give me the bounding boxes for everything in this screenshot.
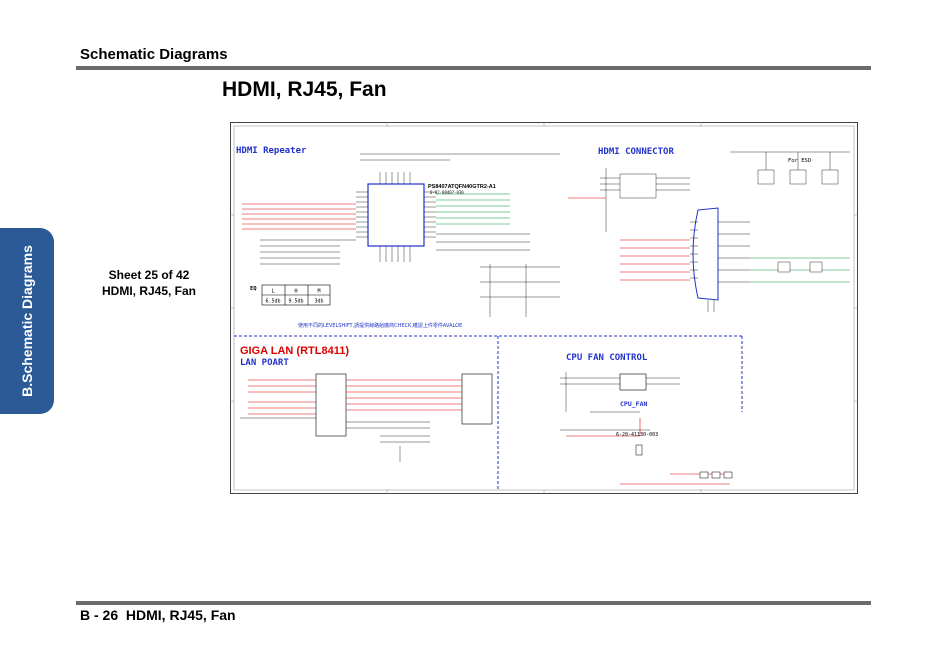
hdmi-connector-label: HDMI CONNECTOR — [598, 147, 674, 157]
frame-ticks — [230, 122, 858, 494]
fan-nets — [560, 372, 680, 431]
eq-header-l: L — [271, 289, 274, 295]
sheet-title: HDMI, RJ45, Fan — [101, 284, 197, 298]
fan-connector — [635, 444, 643, 456]
sheet-number: Sheet 25 of 42 — [108, 268, 190, 282]
eq-value-h: 9.5db — [288, 299, 303, 305]
schematic-note: 使用不同的LEVELSHIFT,請提供線路給廠商CHECK,確認上件零件AVAL… — [298, 322, 462, 329]
hdmi-data-nets — [568, 197, 690, 281]
hdmi-connector-shell — [692, 207, 719, 301]
repeater-resistors — [436, 233, 560, 317]
page-title: HDMI, RJ45, Fan — [222, 78, 387, 101]
header-rule — [76, 66, 871, 70]
chip-pins — [356, 172, 436, 262]
side-tab-label: B.Schematic Diagrams — [19, 245, 35, 397]
fan-part-number: 6-20-41130-003 — [616, 432, 658, 438]
lan-chip — [315, 373, 347, 437]
eq-header-m: M — [317, 289, 320, 295]
hdmi-ic — [600, 168, 690, 232]
eq-header-h: H — [294, 289, 297, 295]
lan-port-label: LAN POART — [240, 358, 289, 368]
eq-label: EQ — [250, 286, 257, 292]
cpu-fan-control-label: CPU FAN CONTROL — [566, 353, 648, 363]
footer-title: HDMI, RJ45, Fan — [125, 607, 236, 623]
section-header: Schematic Diagrams — [80, 46, 228, 63]
sheet-info: Sheet 25 of 42 HDMI, RJ45, Fan — [82, 267, 216, 299]
fan-control-nets — [566, 418, 641, 437]
hdmi-connector-pins — [690, 221, 750, 312]
bottom-right-parts — [699, 471, 733, 479]
lan-jack — [461, 373, 493, 425]
lan-input-nets — [248, 379, 316, 415]
giga-lan-label: GIGA LAN (RTL8411) — [240, 345, 349, 357]
repeater-output-nets — [436, 193, 510, 225]
repeater-aux-nets — [260, 153, 560, 265]
for-esd-label: For ESD — [788, 158, 811, 164]
eq-table: L H M 6.5db 9.5db 3db — [261, 284, 331, 306]
footer-rule — [76, 601, 871, 605]
eq-value-l: 6.5db — [265, 299, 280, 305]
lan-aux — [240, 417, 430, 462]
hdmi-repeater-label: HDMI Repeater — [236, 146, 307, 156]
fan-ic — [619, 373, 647, 391]
esd-nets — [750, 257, 850, 283]
footer-page: B - 26 — [80, 607, 119, 623]
cpu-fan-label: CPU_FAN — [620, 400, 647, 408]
side-tab[interactable]: B.Schematic Diagrams — [0, 228, 54, 414]
repeater-chip — [367, 183, 425, 247]
eq-value-m: 3db — [314, 299, 323, 305]
esd-devices — [730, 151, 850, 273]
repeater-input-nets — [242, 203, 356, 230]
chip-part-number: PS8407ATQFN40GTR2-A1 — [428, 184, 496, 190]
lan-output-nets — [346, 379, 462, 411]
chip-ref: 6-02-08407-030 — [430, 190, 464, 195]
footer: B - 26 HDMI, RJ45, Fan — [80, 607, 236, 623]
schematic-diagram: HDMI Repeater HDMI CONNECTOR GIGA LAN (R… — [230, 122, 858, 494]
